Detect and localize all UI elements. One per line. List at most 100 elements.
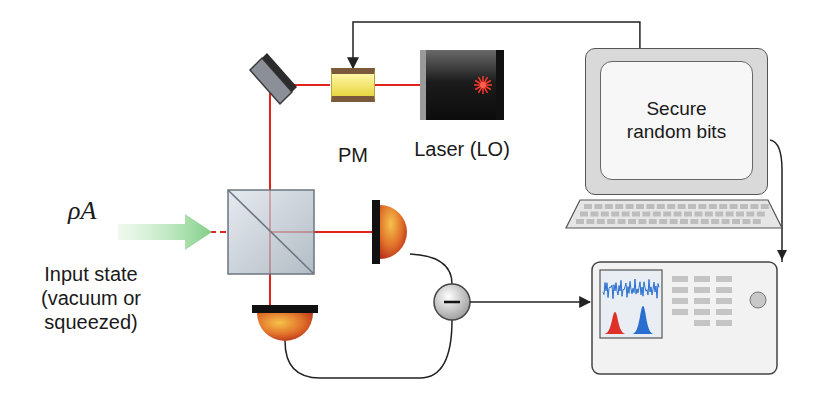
key — [761, 204, 769, 209]
key — [622, 212, 630, 217]
key — [719, 204, 727, 209]
key — [605, 204, 613, 209]
button — [716, 298, 732, 304]
keyboard-keys — [576, 204, 769, 224]
noise-trace — [603, 279, 659, 299]
key — [638, 219, 646, 224]
button — [716, 309, 732, 315]
oscilloscope — [592, 262, 777, 374]
button — [672, 287, 688, 293]
key — [586, 219, 594, 224]
key — [594, 204, 602, 209]
button — [672, 298, 688, 304]
noise-line — [603, 279, 659, 299]
input-label: Input state (vacuum or squeezed) — [22, 262, 160, 334]
key — [601, 212, 609, 217]
key — [684, 212, 692, 217]
screen-text: Secure random bits — [622, 98, 732, 144]
mirror-back — [262, 53, 297, 92]
key — [626, 204, 634, 209]
oscilloscope-knob — [750, 292, 766, 308]
key — [597, 219, 605, 224]
histogram-red — [604, 312, 626, 334]
key — [653, 212, 661, 217]
photodetector — [380, 205, 407, 259]
key — [750, 204, 758, 209]
signal-wire — [410, 254, 452, 284]
beam-splitter-diagonal — [228, 190, 314, 274]
key — [663, 212, 671, 217]
key — [753, 219, 761, 224]
key — [615, 204, 623, 209]
photodetector-plate — [252, 305, 318, 313]
photodetector-plate — [372, 200, 380, 264]
laser-box: Laser (LO) — [420, 50, 504, 120]
button — [672, 309, 688, 315]
phase-modulator: PM — [331, 68, 375, 102]
button — [694, 287, 710, 293]
button — [694, 320, 710, 326]
key — [722, 219, 730, 224]
state-symbol: ρA — [68, 196, 96, 226]
key — [705, 212, 713, 217]
monitor-screen: Secure random bits — [600, 61, 753, 180]
button — [716, 276, 732, 282]
key — [736, 212, 744, 217]
oscilloscope-screen — [600, 270, 662, 338]
key — [690, 219, 698, 224]
key — [726, 212, 734, 217]
key — [649, 219, 657, 224]
key — [590, 212, 598, 217]
button — [716, 320, 732, 326]
key — [732, 219, 740, 224]
histogram-blue — [632, 306, 654, 334]
button — [694, 276, 710, 282]
key — [646, 204, 654, 209]
key — [642, 212, 650, 217]
computer-monitor: Secure random bits — [585, 48, 768, 195]
key — [688, 204, 696, 209]
part-label: PM — [338, 144, 368, 167]
laser-spark — [426, 50, 496, 120]
key — [618, 219, 626, 224]
key — [715, 212, 723, 217]
button — [716, 287, 732, 293]
key — [576, 219, 584, 224]
key — [740, 204, 748, 209]
part-label: Laser (LO) — [414, 138, 510, 161]
key — [701, 219, 709, 224]
input-beam — [210, 231, 230, 233]
key — [584, 204, 592, 209]
key — [580, 212, 588, 217]
key — [667, 204, 675, 209]
signal-wire — [285, 320, 452, 378]
button — [672, 276, 688, 282]
button — [694, 309, 710, 315]
key — [628, 219, 636, 224]
laser-beam — [375, 84, 420, 86]
photodetector — [257, 313, 313, 341]
key — [678, 204, 686, 209]
key — [694, 212, 702, 217]
oscilloscope-buttons — [672, 276, 732, 326]
wire-arrowhead — [777, 250, 787, 260]
key — [730, 204, 738, 209]
spark-dot — [480, 82, 486, 88]
key — [659, 219, 667, 224]
signal-wire — [470, 301, 590, 303]
key — [632, 212, 640, 217]
minus-symbol — [444, 301, 460, 304]
key — [607, 219, 615, 224]
data-wire — [770, 140, 782, 262]
key — [757, 212, 765, 217]
key — [611, 212, 619, 217]
keyboard — [566, 200, 782, 228]
key — [711, 219, 719, 224]
key — [674, 212, 682, 217]
button — [694, 298, 710, 304]
beam-splitter — [228, 190, 314, 274]
key — [636, 204, 644, 209]
key — [680, 219, 688, 224]
key — [742, 219, 750, 224]
key — [709, 204, 717, 209]
